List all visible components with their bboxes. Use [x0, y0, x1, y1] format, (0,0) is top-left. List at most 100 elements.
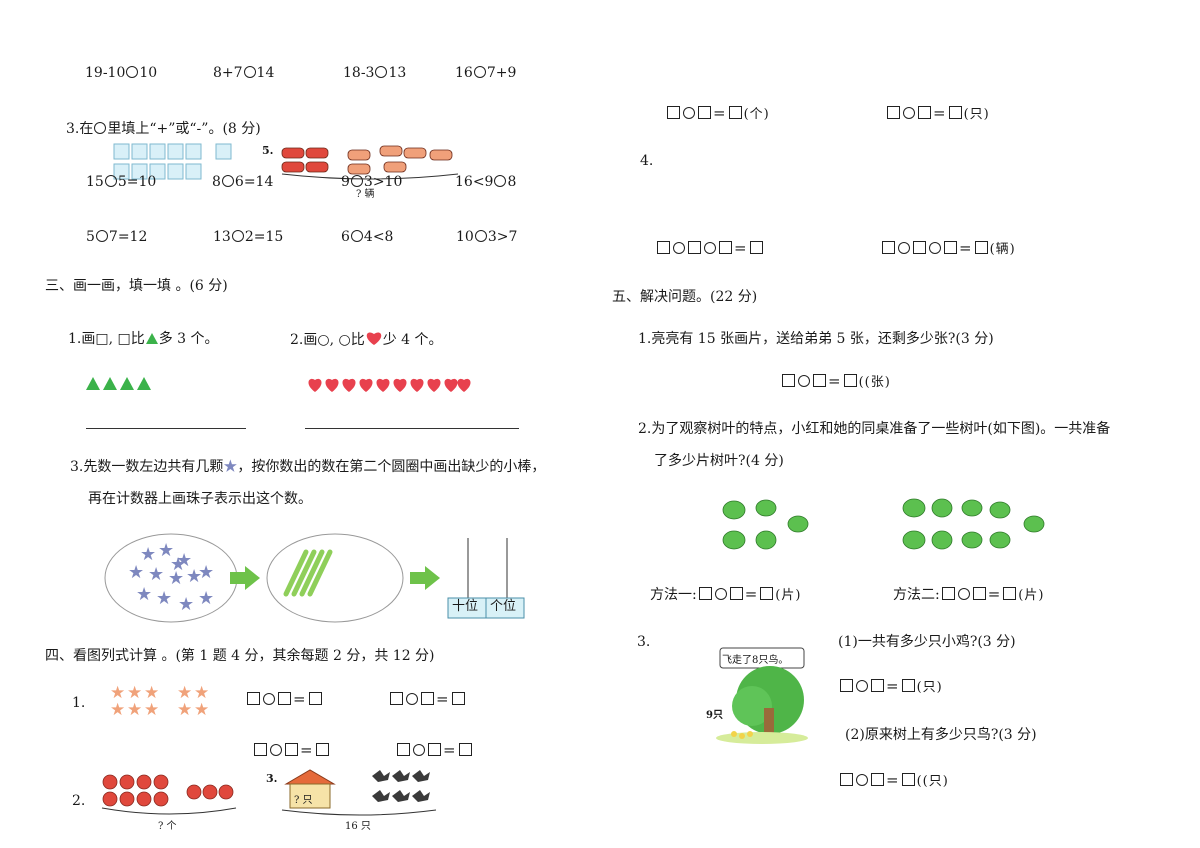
cars-figure — [281, 145, 459, 180]
svg-text:★: ★ — [186, 566, 202, 587]
sec3-q2: 2.画○, ○比少 4 个。 — [290, 332, 443, 348]
method-2-equation[interactable]: 方法二:=(片) — [893, 585, 1045, 603]
q4-label: 4. — [640, 153, 654, 169]
leaves-left-figure — [722, 499, 809, 550]
blank-circle[interactable] — [221, 175, 234, 187]
svg-text:★: ★ — [110, 700, 125, 720]
problem-3-label: 3. — [637, 634, 651, 650]
svg-text:★: ★ — [148, 564, 164, 585]
equation-box[interactable]: = — [252, 741, 331, 759]
svg-text:★: ★ — [127, 683, 142, 703]
problem-2-line2: 了多少片树叶?(4 分) — [654, 453, 784, 469]
sec4-q3-label: 3. — [266, 772, 278, 785]
method-1-equation[interactable]: 方法一:=(片) — [650, 585, 802, 603]
sec4-q3-caption: 16 只 — [345, 821, 371, 832]
equation-box[interactable]: =(只) — [838, 677, 943, 697]
fig5-label: 5. — [262, 144, 274, 157]
apples-figure — [101, 774, 237, 815]
blank-circle[interactable] — [243, 66, 256, 78]
section-3-title: 三、画一画，填一填 。(6 分) — [45, 278, 228, 294]
cubes-figure — [113, 143, 232, 180]
orange-stars-figure: ★★★★★ ★★★★★ — [110, 683, 209, 720]
problem-1: 1.亮亮有 15 张画片，送给弟弟 5 张，还剩多少张?(3 分) — [638, 331, 994, 347]
q3-title: 3.在里填上“+”或“-”。(8 分) — [66, 121, 261, 137]
svg-text:★: ★ — [110, 683, 125, 703]
leaves-right-figure — [902, 498, 1045, 550]
svg-text:★: ★ — [178, 594, 194, 615]
svg-text:★: ★ — [127, 700, 142, 720]
svg-text:★: ★ — [170, 554, 186, 575]
counter-tens-label: 十位 — [452, 599, 479, 614]
counter-ones-label: 个位 — [490, 599, 517, 614]
speech-bubble: 飞走了8只鸟。 — [722, 655, 789, 666]
svg-text:★: ★ — [144, 683, 159, 703]
blank-circle[interactable] — [95, 230, 108, 242]
star-icon: ★ — [223, 459, 238, 475]
equation-box[interactable]: = — [395, 741, 474, 759]
equation-box[interactable]: =(辆) — [880, 239, 1016, 259]
triangle-icon — [145, 333, 158, 344]
hearts-row — [308, 378, 471, 392]
equation-box[interactable]: = — [388, 690, 467, 708]
equation-box[interactable]: =((只) — [838, 771, 949, 791]
blank-circle[interactable] — [375, 66, 388, 78]
svg-text:★: ★ — [140, 544, 156, 565]
tree-figure — [716, 647, 808, 744]
svg-text:★: ★ — [136, 584, 152, 605]
problem-3-q2: (2)原来树上有多少只鸟?(3 分) — [845, 727, 1037, 743]
problem-3-q1: (1)一共有多少只小鸡?(3 分) — [838, 634, 1016, 650]
svg-text:★: ★ — [158, 540, 174, 561]
house-birds-figure — [281, 769, 437, 816]
sec4-q1-label: 1. — [72, 695, 86, 711]
chicks-label: 9只 — [706, 710, 723, 721]
sec3-q1: 1.画□, □比多 3 个。 — [68, 331, 219, 347]
svg-text:★: ★ — [176, 550, 192, 571]
blank-circle[interactable] — [126, 66, 139, 78]
sec4-q2-label: 2. — [72, 793, 86, 809]
svg-text:★: ★ — [168, 568, 184, 589]
blank-circle[interactable] — [494, 175, 507, 187]
svg-text:★: ★ — [177, 700, 192, 720]
blank-circle[interactable] — [474, 230, 487, 242]
blank-circle[interactable] — [350, 175, 363, 187]
sec3-q3-line1: 3.先数一数左边共有几颗★，按你数出的数在第二个圆圈中画出缺少的小棒， — [70, 459, 546, 475]
blank-circle[interactable] — [104, 175, 117, 187]
svg-text:★: ★ — [156, 588, 172, 609]
section-5-title: 五、解决问题。(22 分) — [612, 289, 758, 305]
blank-circle[interactable] — [350, 230, 363, 242]
equation-box[interactable]: =(个) — [665, 104, 770, 124]
sec4-q2-caption: ? 个 — [158, 821, 177, 832]
equation-box[interactable]: =((张) — [780, 372, 891, 392]
triangles-row — [86, 377, 151, 390]
blank-circle[interactable] — [473, 66, 486, 78]
sec3-q3-line2: 再在计数器上画珠子表示出这个数。 — [88, 491, 312, 507]
problem-2-line1: 2.为了观察树叶的特点，小红和她的同桌准备了一些树叶(如下图)。一共准备 — [638, 421, 1111, 437]
svg-text:★: ★ — [194, 700, 209, 720]
svg-text:★: ★ — [198, 588, 214, 609]
equation-box[interactable]: =(只) — [885, 104, 990, 124]
section-4-title: 四、看图列式计算 。(第 1 题 4 分，其余每题 2 分，共 12 分) — [45, 648, 435, 664]
svg-text:★: ★ — [177, 683, 192, 703]
svg-text:★: ★ — [194, 683, 209, 703]
answer-line[interactable] — [86, 428, 246, 429]
answer-line[interactable] — [305, 428, 519, 429]
equation-box[interactable]: = — [245, 690, 324, 708]
blank-circle[interactable] — [231, 230, 244, 242]
house-label: ? 只 — [294, 795, 313, 806]
svg-text:★: ★ — [144, 700, 159, 720]
svg-text:★: ★ — [128, 562, 144, 583]
svg-text:★: ★ — [198, 562, 214, 583]
equation-box[interactable]: = — [655, 239, 765, 257]
